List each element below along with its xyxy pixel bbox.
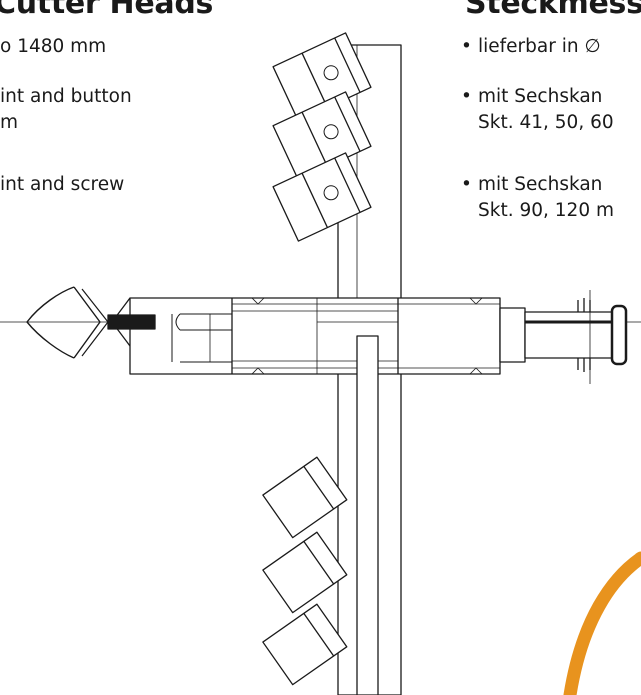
bullet-marker: • <box>461 86 472 107</box>
bullet-text: mit Sechskan <box>478 174 603 195</box>
cutter-knife <box>272 32 372 122</box>
right-coupling <box>499 290 628 384</box>
spec-line-screw: int and screw <box>0 174 125 195</box>
section-heading-steckmesser: Steckmess <box>465 0 641 21</box>
cutter-knife <box>272 152 372 242</box>
bullet-marker: • <box>461 174 472 195</box>
cutter-knife <box>262 603 348 686</box>
accent-swoosh <box>563 551 641 695</box>
bullet-text-continuation: Skt. 90, 120 m <box>478 200 614 221</box>
bullet-text: mit Sechskan <box>478 86 603 107</box>
bullet-item-availability: • lieferbar in ∅ <box>461 34 601 60</box>
spec-line-button: int and button <box>0 86 132 107</box>
bullet-marker: • <box>461 36 472 57</box>
section-heading-cutter-heads: Cutter Heads <box>0 0 214 21</box>
spec-line-button-cont: m <box>0 112 19 133</box>
upper-cutter-knives <box>272 32 372 242</box>
cutter-knife <box>262 456 348 539</box>
lower-cutter-knives <box>262 456 348 686</box>
center-t-piece <box>317 321 398 695</box>
horizontal-shaft-body <box>129 297 501 375</box>
bullet-item-hexagon-small: • mit Sechskan Skt. 41, 50, 60 <box>461 84 614 136</box>
spec-line-length: o 1480 mm <box>0 36 107 57</box>
bullet-text: lieferbar in ∅ <box>478 36 601 57</box>
bullet-text-continuation: Skt. 41, 50, 60 <box>478 112 614 133</box>
conical-drill-tip <box>26 286 156 359</box>
bullet-item-hexagon-large: • mit Sechskan Skt. 90, 120 m <box>461 172 614 224</box>
cutter-knife <box>262 531 348 614</box>
